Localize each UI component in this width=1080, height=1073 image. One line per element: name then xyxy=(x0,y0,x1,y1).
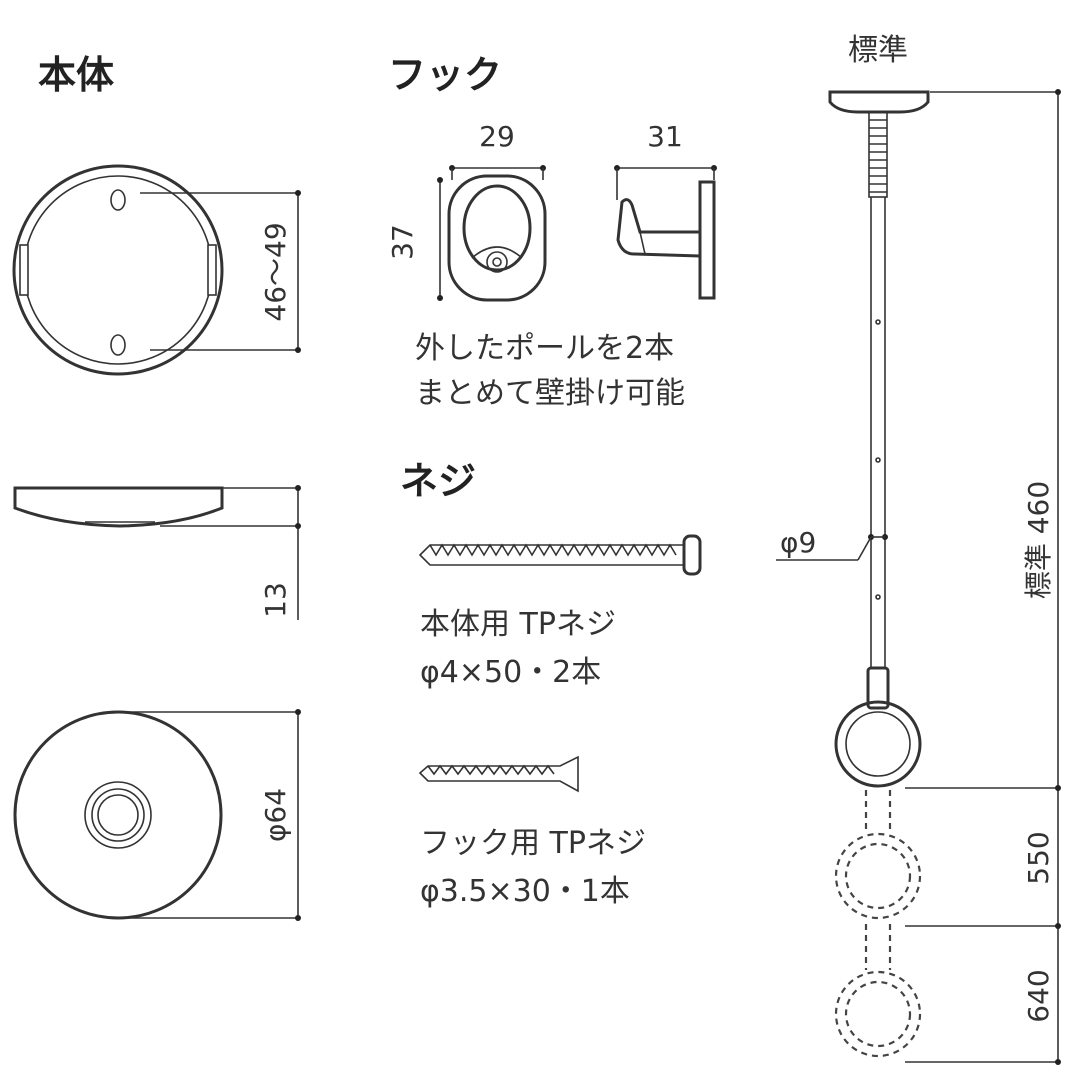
body-top-view: 46〜49 xyxy=(12,164,301,376)
hook-width-front: 29 xyxy=(479,120,515,153)
hook-height: 37 xyxy=(386,224,419,260)
body-screw-line2: φ4×50・2本 xyxy=(420,655,601,690)
body-screw-illustration xyxy=(418,534,702,576)
hook-front-view: 29 37 xyxy=(386,120,547,302)
body-heading: 本体 xyxy=(38,53,114,97)
body-screw-line1: 本体用 TPネジ xyxy=(420,607,616,642)
hook-screw-illustration xyxy=(418,755,579,793)
hook-width-side: 31 xyxy=(647,120,683,153)
screw-heading: ネジ xyxy=(400,459,476,503)
hook-side-view: 31 xyxy=(614,120,717,300)
body-top-dimension: 46〜49 xyxy=(259,222,292,321)
body-height-dimension: 13 xyxy=(259,582,292,618)
hook-heading: フック xyxy=(388,53,502,97)
pole-extension-550: 550 xyxy=(1022,831,1055,884)
body-side-view: 13 xyxy=(13,485,301,620)
pole-length-dimensions: 標準 460 550 640 xyxy=(905,89,1061,1065)
hook-screw-line1: フック用 TPネジ xyxy=(420,826,646,861)
body-diameter-dimension: φ64 xyxy=(259,788,292,842)
pole-diameter-callout: φ9 xyxy=(776,526,888,561)
hook-note-line1: 外したポールを2本 xyxy=(415,331,674,366)
pole-standard-length: 標準 460 xyxy=(1022,481,1055,599)
pole-illustration xyxy=(828,90,930,1058)
pole-extension-640: 640 xyxy=(1022,969,1055,1022)
body-bottom-view: φ64 xyxy=(13,709,301,921)
pole-diameter: φ9 xyxy=(780,526,816,559)
pole-top-label: 標準 xyxy=(848,33,908,68)
hook-note-line2: まとめて壁掛け可能 xyxy=(415,376,685,411)
hook-screw-line2: φ3.5×30・1本 xyxy=(420,874,630,909)
